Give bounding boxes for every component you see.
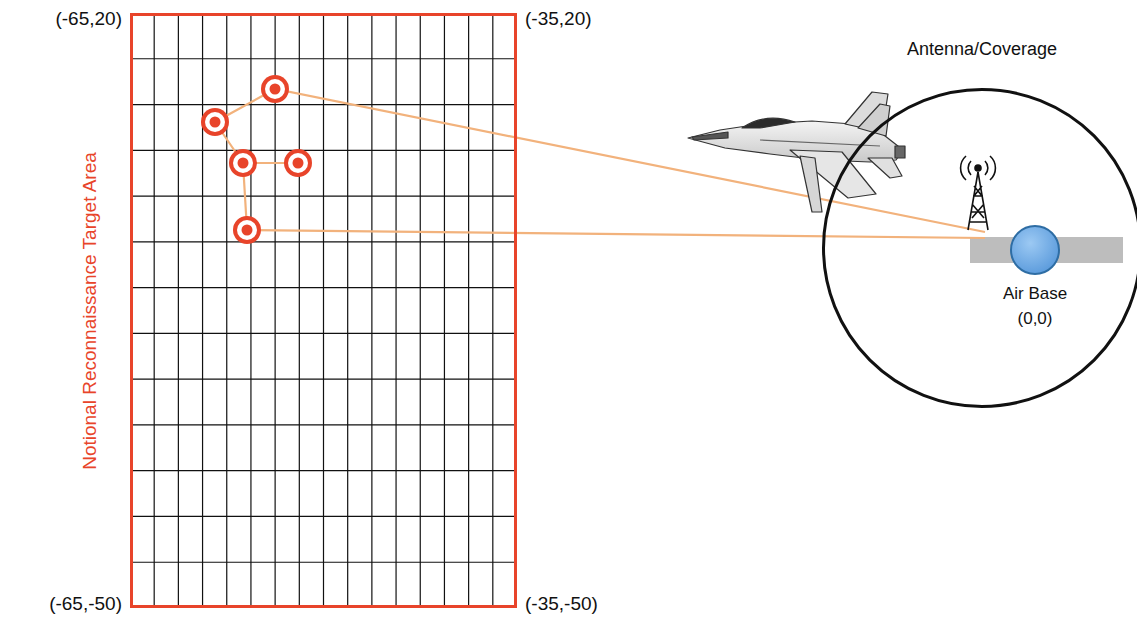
grid-line [130, 470, 517, 471]
antenna-symbol [961, 156, 996, 230]
flight-path [215, 89, 985, 238]
grid-line [130, 287, 517, 288]
jet-fin [800, 156, 822, 212]
corner-coordinate: (-35,-50) [525, 593, 598, 615]
area-title: Notional Reconnaissance Target Area [79, 13, 101, 608]
grid-line [444, 13, 445, 608]
flight-leg [243, 163, 985, 238]
target-inner [237, 220, 257, 240]
jet-illustration [688, 92, 905, 212]
grid-line [130, 562, 517, 563]
grid-line [130, 379, 517, 380]
jet-exhaust [895, 146, 905, 158]
target-ring [201, 108, 229, 136]
target-ring [233, 216, 261, 244]
grid-line [130, 58, 517, 59]
target-ring [284, 149, 312, 177]
grid-line [299, 13, 300, 608]
jet-nose [692, 132, 728, 140]
grid-line [130, 241, 517, 242]
target-marker [284, 149, 312, 177]
target-marker [229, 149, 257, 177]
grid-line [347, 13, 348, 608]
target-inner [265, 79, 285, 99]
grid-line [130, 195, 517, 196]
base-label: Air Base (0,0) [993, 281, 1077, 331]
radio-wave [968, 161, 971, 175]
target-dot [293, 158, 304, 169]
target-marker [233, 216, 261, 244]
grid-line [323, 13, 324, 608]
grid-line [130, 424, 517, 425]
coverage-heading: Antenna/Coverage [907, 39, 1057, 60]
target-inner [288, 153, 308, 173]
target-inner [205, 112, 225, 132]
target-dot [238, 158, 249, 169]
grid-line [371, 13, 372, 608]
grid [130, 13, 517, 608]
grid-line [130, 333, 517, 334]
grid-line [395, 13, 396, 608]
coverage-circle: Air Base (0,0)Antenna/Coverage [822, 88, 1137, 408]
target-ring [229, 149, 257, 177]
grid-line [202, 13, 203, 608]
target-area: Notional Reconnaissance Target Area [130, 13, 517, 608]
target-inner [233, 153, 253, 173]
target-marker [201, 108, 229, 136]
grid-line [178, 13, 179, 608]
corner-coordinate: (-35,20) [525, 8, 592, 30]
radio-wave [990, 156, 995, 180]
radio-wave [985, 161, 988, 175]
air-base-circle: Air Base (0,0) [1010, 225, 1060, 275]
antenna-tip [975, 165, 981, 171]
corner-coordinate: (-65,-50) [49, 593, 122, 615]
grid-line [226, 13, 227, 608]
grid-line [420, 13, 421, 608]
jet-panel-line [760, 140, 880, 146]
radio-wave [961, 156, 966, 180]
corner-coordinate: (-65,20) [55, 8, 122, 30]
grid-line [130, 516, 517, 517]
targets [201, 75, 312, 244]
antenna-tower [968, 172, 988, 230]
target-marker [261, 75, 289, 103]
jet-stabilizer [868, 158, 902, 178]
target-ring [261, 75, 289, 103]
grid-line [130, 104, 517, 105]
jet-tail [858, 104, 890, 136]
target-dot [210, 117, 221, 128]
target-dot [270, 84, 281, 95]
jet-canopy [742, 118, 795, 128]
grid-line [154, 13, 155, 608]
grid-line [492, 13, 493, 608]
target-dot [242, 225, 253, 236]
flight-leg [215, 89, 985, 232]
grid-line [468, 13, 469, 608]
grid-line [130, 150, 517, 151]
